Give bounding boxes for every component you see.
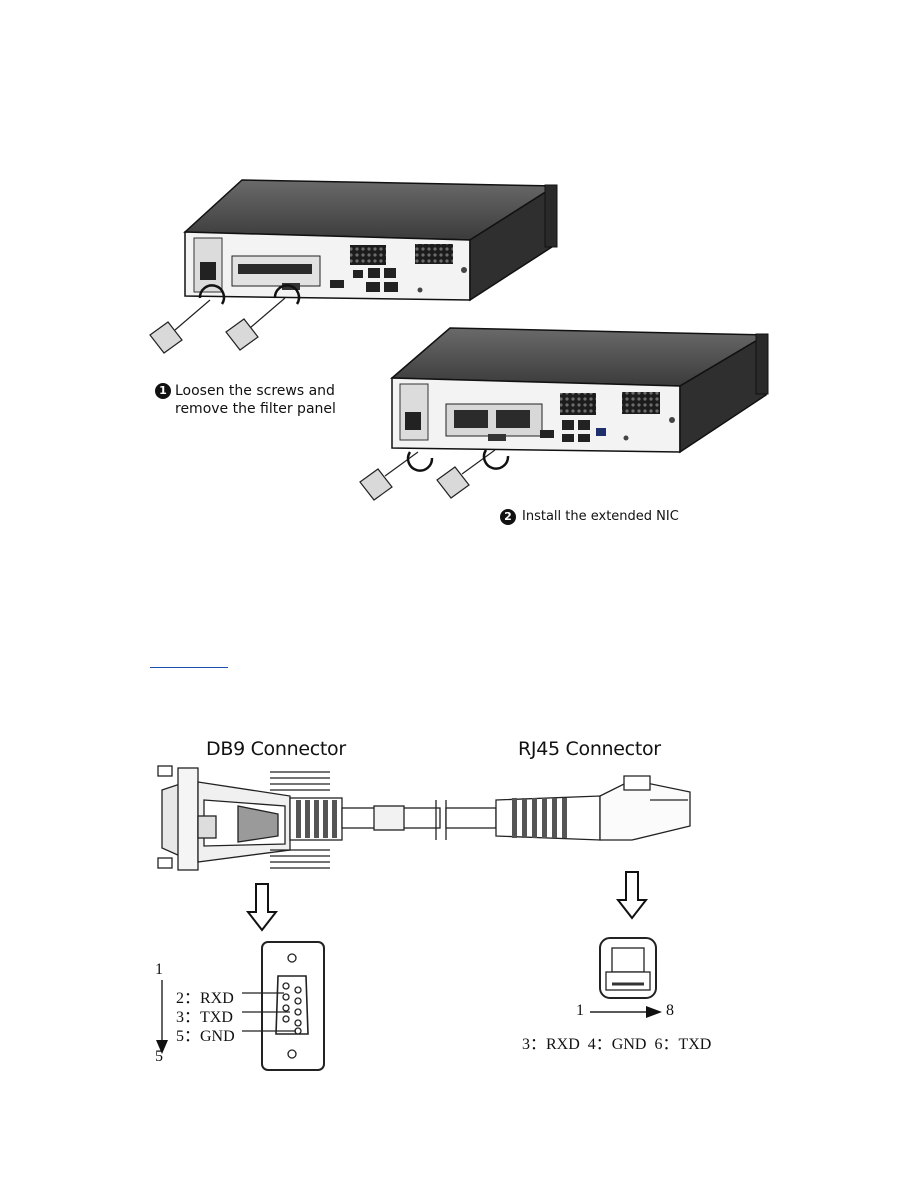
step1-caption: Loosen the screws and remove the filter … bbox=[175, 382, 336, 418]
hyperlink-underline bbox=[150, 667, 228, 668]
step1-number-badge: 1 bbox=[155, 383, 171, 399]
rj45-connector-drawing bbox=[495, 775, 691, 841]
db9-pin-rxd: 2：RXD bbox=[176, 990, 234, 1007]
device-illustrations bbox=[149, 179, 769, 501]
device-after bbox=[359, 327, 769, 501]
device-before bbox=[149, 179, 558, 354]
db9-pin-end: 5 bbox=[155, 1048, 163, 1065]
rj45-face-drawing bbox=[599, 937, 657, 999]
rj45-pin-end: 8 bbox=[666, 1002, 674, 1019]
step1-caption-line1: Loosen the screws and bbox=[175, 383, 335, 399]
db9-down-arrow bbox=[245, 883, 279, 932]
rj45-pin-start: 1 bbox=[576, 1002, 584, 1019]
db9-pin-txd: 3：TXD bbox=[176, 1009, 233, 1026]
step2-number-badge: 2 bbox=[500, 509, 516, 525]
db9-connector-drawing bbox=[157, 765, 343, 871]
step1-caption-line2: remove the filter panel bbox=[175, 401, 336, 417]
db9-face-drawing bbox=[242, 941, 325, 1071]
db9-title: DB9 Connector bbox=[206, 738, 346, 760]
db9-pin-start: 1 bbox=[155, 961, 163, 978]
step2-caption: Install the extended NIC bbox=[522, 509, 679, 524]
rj45-down-arrow bbox=[615, 871, 649, 920]
db9-pin-gnd: 5：GND bbox=[176, 1028, 235, 1045]
rj45-title: RJ45 Connector bbox=[518, 738, 661, 760]
rj45-pin-mapping: 3：RXD 4：GND 6：TXD bbox=[522, 1036, 712, 1053]
